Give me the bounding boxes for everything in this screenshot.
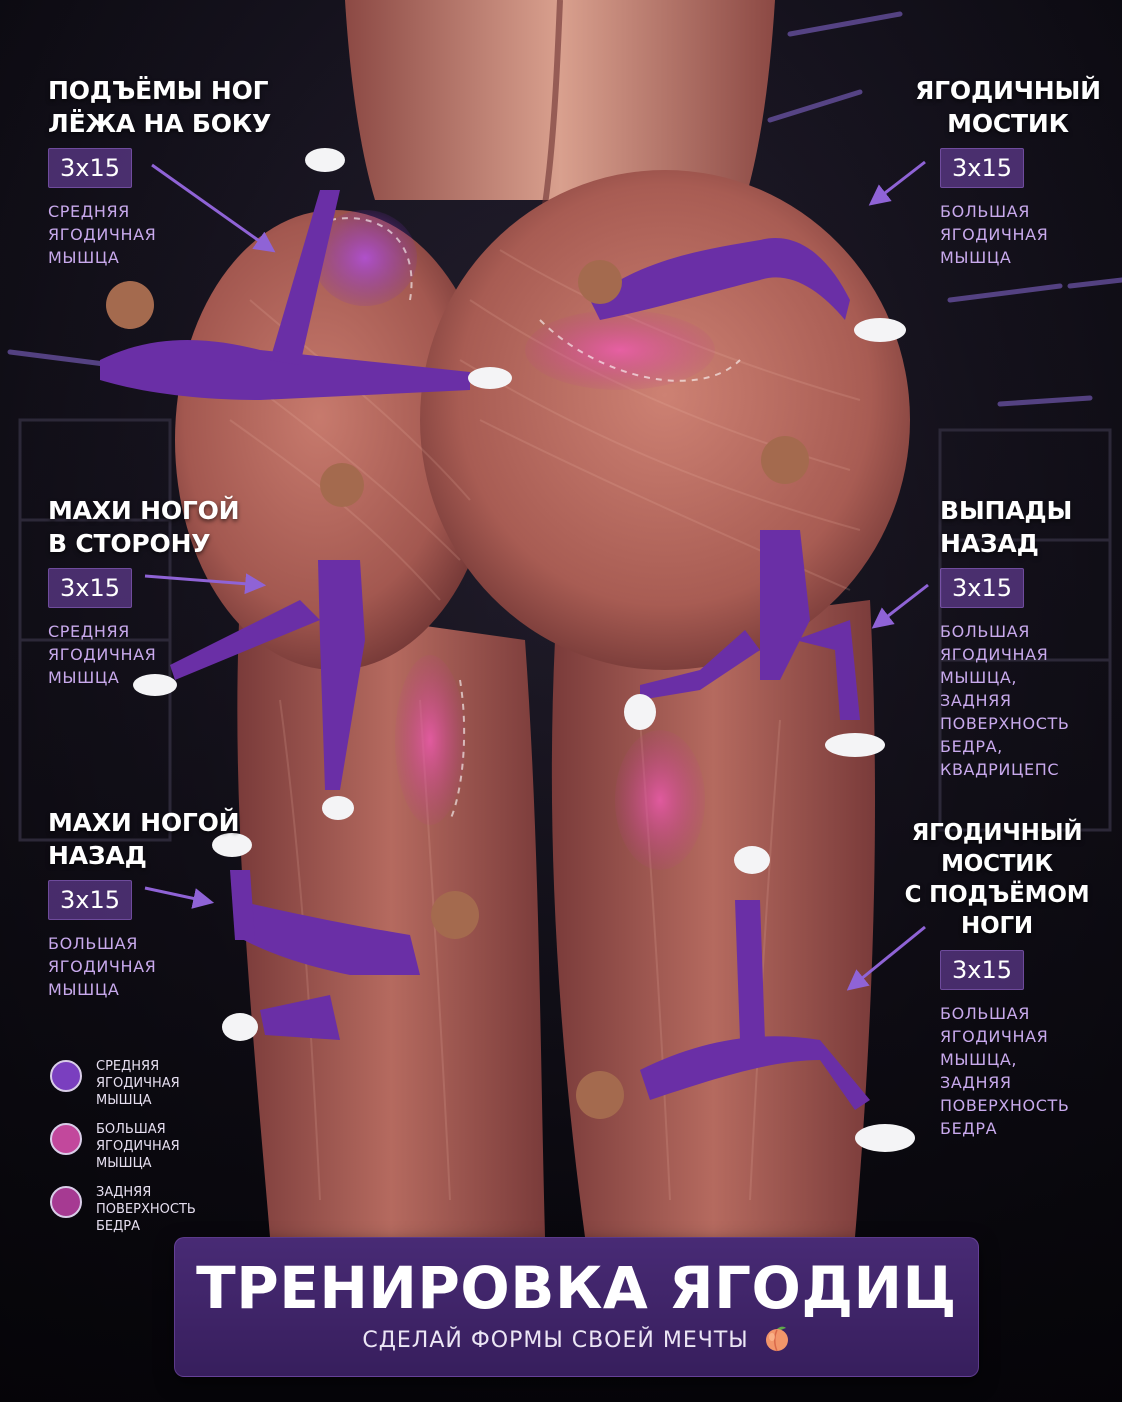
legend-label: СРЕДНЯЯ ЯГОДИЧНАЯ МЫШЦА: [96, 1059, 180, 1108]
legend-label: ЗАДНЯЯ ПОВЕРХНОСТЬ БЕДРА: [96, 1185, 196, 1234]
legend-swatch: [50, 1186, 82, 1218]
figure-single-leg-bridge: [576, 900, 870, 1119]
muscle-legend: СРЕДНЯЯ ЯГОДИЧНАЯ МЫШЦА БОЛЬШАЯ ЯГОДИЧНА…: [50, 1058, 220, 1247]
exercise-glute-bridge: ЯГОДИЧНЫЙ МОСТИК 3x15 БОЛЬШАЯ ЯГОДИЧНАЯ …: [908, 74, 1108, 269]
target-muscle: СРЕДНЯЯ ЯГОДИЧНАЯ МЫШЦА: [48, 202, 157, 267]
exercise-title: ЯГОДИЧНЫЙ МОСТИК: [915, 76, 1101, 138]
sets-badge: 3x15: [940, 950, 1025, 990]
figure-reverse-lunge: [640, 436, 860, 720]
sets-badge: 3x15: [48, 148, 133, 188]
target-muscle: БОЛЬШАЯ ЯГОДИЧНАЯ МЫШЦА, ЗАДНЯЯ ПОВЕРХНО…: [940, 622, 1070, 779]
poster-subtitle: СДЕЛАЙ ФОРМЫ СВОЕЙ МЕЧТЫ: [362, 1328, 749, 1353]
sets-badge: 3x15: [940, 148, 1025, 188]
figure-side-leg-raise: [100, 190, 470, 400]
exercise-side-leg-raise: ПОДЪЁМЫ НОГ ЛЁЖА НА БОКУ 3x15 СРЕДНЯЯ ЯГ…: [48, 74, 278, 269]
sets-badge: 3x15: [48, 568, 133, 608]
sets-badge: 3x15: [48, 880, 133, 920]
target-muscle: СРЕДНЯЯ ЯГОДИЧНАЯ МЫШЦА: [48, 622, 157, 687]
exercise-title: ПОДЪЁМЫ НОГ ЛЁЖА НА БОКУ: [48, 76, 272, 138]
exercise-title: ВЫПАДЫ НАЗАД: [940, 496, 1073, 558]
exercise-reverse-lunge: ВЫПАДЫ НАЗАД 3x15 БОЛЬШАЯ ЯГОДИЧНАЯ МЫШЦ…: [940, 494, 1110, 781]
exercise-single-leg-bridge: ЯГОДИЧНЫЙ МОСТИК С ПОДЪЁМОМ НОГИ 3x15 БО…: [882, 818, 1112, 1140]
peach-icon: [765, 1326, 788, 1352]
legend-label: БОЛЬШАЯ ЯГОДИЧНАЯ МЫШЦА: [96, 1122, 180, 1171]
figure-side-kick: [170, 463, 365, 790]
poster-title: ТРЕНИРОВКА ЯГОДИЦ: [196, 1254, 957, 1322]
target-muscle: БОЛЬШАЯ ЯГОДИЧНАЯ МЫШЦА: [940, 202, 1049, 267]
exercise-title: МАХИ НОГОЙ НАЗАД: [48, 808, 240, 870]
title-banner: ТРЕНИРОВКА ЯГОДИЦ СДЕЛАЙ ФОРМЫ СВОЕЙ МЕЧ…: [174, 1237, 979, 1377]
legend-item-gluteus-medius: СРЕДНЯЯ ЯГОДИЧНАЯ МЫШЦА: [50, 1058, 220, 1109]
figure-back-kick: [230, 870, 479, 1040]
target-muscle: БОЛЬШАЯ ЯГОДИЧНАЯ МЫШЦА: [48, 934, 157, 999]
exercise-title: ЯГОДИЧНЫЙ МОСТИК С ПОДЪЁМОМ НОГИ: [904, 820, 1090, 939]
poster-subtitle-row: СДЕЛАЙ ФОРМЫ СВОЕЙ МЕЧТЫ: [175, 1324, 978, 1358]
exercise-back-kick: МАХИ НОГОЙ НАЗАД 3x15 БОЛЬШАЯ ЯГОДИЧНАЯ …: [48, 806, 278, 1001]
legend-swatch: [50, 1060, 82, 1092]
exercise-title: МАХИ НОГОЙ В СТОРОНУ: [48, 496, 240, 558]
sets-badge: 3x15: [940, 568, 1025, 608]
legend-item-gluteus-maximus: БОЛЬШАЯ ЯГОДИЧНАЯ МЫШЦА: [50, 1121, 220, 1172]
target-muscle: БОЛЬШАЯ ЯГОДИЧНАЯ МЫШЦА, ЗАДНЯЯ ПОВЕРХНО…: [940, 1004, 1070, 1138]
figure-glute-bridge: [578, 238, 850, 320]
legend-swatch: [50, 1123, 82, 1155]
exercise-side-kick: МАХИ НОГОЙ В СТОРОНУ 3x15 СРЕДНЯЯ ЯГОДИЧ…: [48, 494, 278, 689]
legend-item-hamstrings: ЗАДНЯЯ ПОВЕРХНОСТЬ БЕДРА: [50, 1184, 220, 1235]
